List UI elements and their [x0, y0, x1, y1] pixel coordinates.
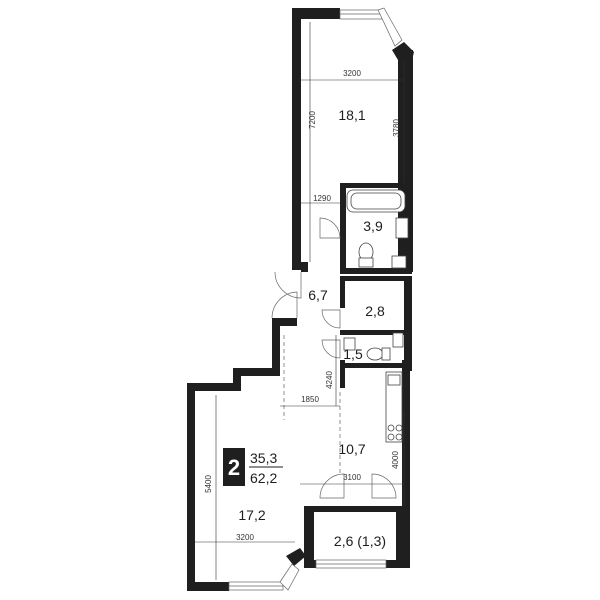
- dim-corridor-width: 1850: [301, 395, 319, 404]
- room-labels: 18,1 3,9 6,7 2,8 1,5 10,7 17,2 2,6 (1,3): [238, 107, 386, 549]
- exterior-walls: [187, 8, 414, 591]
- dim-corridor-length: 4240: [325, 371, 334, 389]
- room-bedroom-area: 18,1: [338, 107, 365, 123]
- dim-bedroom-length: 7200: [308, 111, 317, 129]
- room-bathroom-area: 3,9: [363, 218, 383, 234]
- rooms-count: 2: [228, 455, 240, 480]
- kitchen-counter: [385, 371, 403, 443]
- dim-kitchen-width: 3100: [343, 473, 361, 482]
- room-loggia-area: 2,6 (1,3): [334, 533, 386, 549]
- dimension-labels: 3200 7200 3780 1290 1850 4240 3100 4000 …: [204, 69, 401, 542]
- windows: [228, 7, 403, 591]
- total-area: 62,2: [250, 470, 277, 486]
- wc-toilet: [366, 347, 384, 361]
- dim-living-length: 5400: [204, 475, 213, 493]
- dim-kitchen-depth: 4000: [391, 451, 400, 469]
- room-toilet-area: 1,5: [343, 346, 363, 362]
- room-closet-area: 2,8: [365, 303, 385, 319]
- sink: [395, 217, 409, 239]
- living-area: 35,3: [250, 450, 277, 466]
- apartment-summary: 2 35,3 62,2: [223, 448, 283, 486]
- dim-living-width: 3200: [236, 533, 254, 542]
- dim-bedroom-width: 3200: [343, 69, 361, 78]
- dim-hall-width: 1290: [313, 194, 331, 203]
- room-living-area: 17,2: [238, 507, 265, 523]
- dim-bedroom-depth: 3780: [392, 119, 401, 137]
- fixtures: [343, 189, 409, 443]
- room-kitchen-area: 10,7: [338, 441, 365, 457]
- room-hall-area: 6,7: [308, 287, 328, 303]
- rooms-count-badge: [223, 448, 245, 486]
- dimension-lines: [195, 22, 405, 580]
- interior-walls: [301, 183, 412, 388]
- wc-sink: [343, 337, 356, 351]
